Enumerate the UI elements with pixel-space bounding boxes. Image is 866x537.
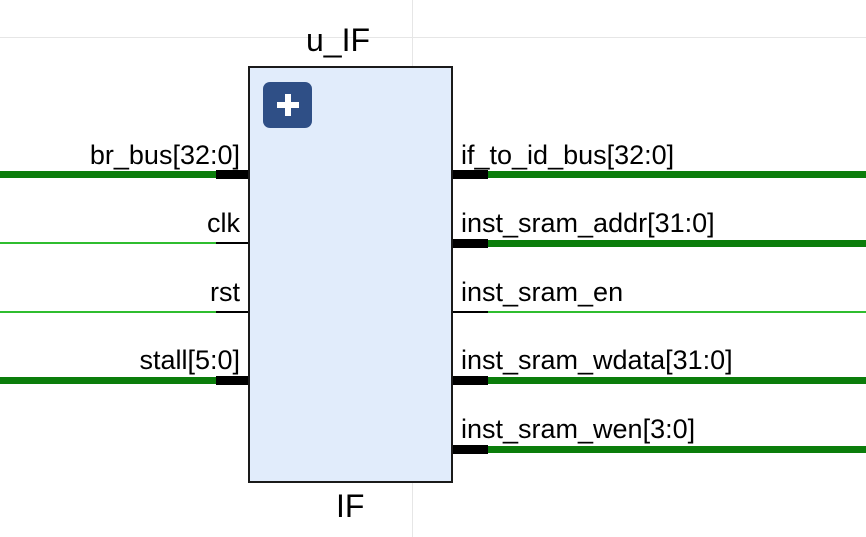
wire-stall[interactable] bbox=[0, 377, 216, 384]
plus-icon bbox=[276, 94, 299, 116]
wire-inst-sram-addr[interactable] bbox=[488, 240, 866, 247]
port-stub-inst-sram-addr[interactable] bbox=[420, 239, 488, 248]
port-stub-if-to-id-bus[interactable] bbox=[420, 170, 488, 179]
wire-clk[interactable] bbox=[0, 242, 216, 244]
grid-line-horizontal bbox=[0, 37, 866, 38]
port-stub-inst-sram-wdata[interactable] bbox=[420, 376, 488, 385]
wire-br-bus[interactable] bbox=[0, 171, 216, 178]
wire-inst-sram-en[interactable] bbox=[488, 311, 866, 313]
port-label-clk: clk bbox=[207, 208, 240, 238]
wire-inst-sram-wdata[interactable] bbox=[488, 377, 866, 384]
wire-if-to-id-bus[interactable] bbox=[488, 171, 866, 178]
module-block[interactable] bbox=[248, 66, 453, 483]
port-label-rst: rst bbox=[210, 277, 240, 307]
wire-rst[interactable] bbox=[0, 311, 216, 313]
port-label-inst-sram-en: inst_sram_en bbox=[461, 277, 624, 307]
expand-button[interactable] bbox=[263, 82, 312, 128]
port-stub-inst-sram-wen[interactable] bbox=[420, 445, 488, 454]
instance-name: u_IF bbox=[306, 22, 371, 58]
port-label-stall: stall[5:0] bbox=[139, 345, 240, 375]
port-stub-inst-sram-en[interactable] bbox=[420, 311, 488, 313]
port-label-inst-sram-addr: inst_sram_addr[31:0] bbox=[461, 208, 715, 238]
port-label-br-bus: br_bus[32:0] bbox=[89, 140, 240, 170]
port-label-inst-sram-wdata: inst_sram_wdata[31:0] bbox=[461, 345, 733, 375]
module-name: IF bbox=[336, 488, 365, 524]
port-label-if-to-id-bus: if_to_id_bus[32:0] bbox=[461, 140, 675, 170]
wire-inst-sram-wen[interactable] bbox=[488, 446, 866, 453]
port-label-inst-sram-wen: inst_sram_wen[3:0] bbox=[461, 414, 696, 444]
